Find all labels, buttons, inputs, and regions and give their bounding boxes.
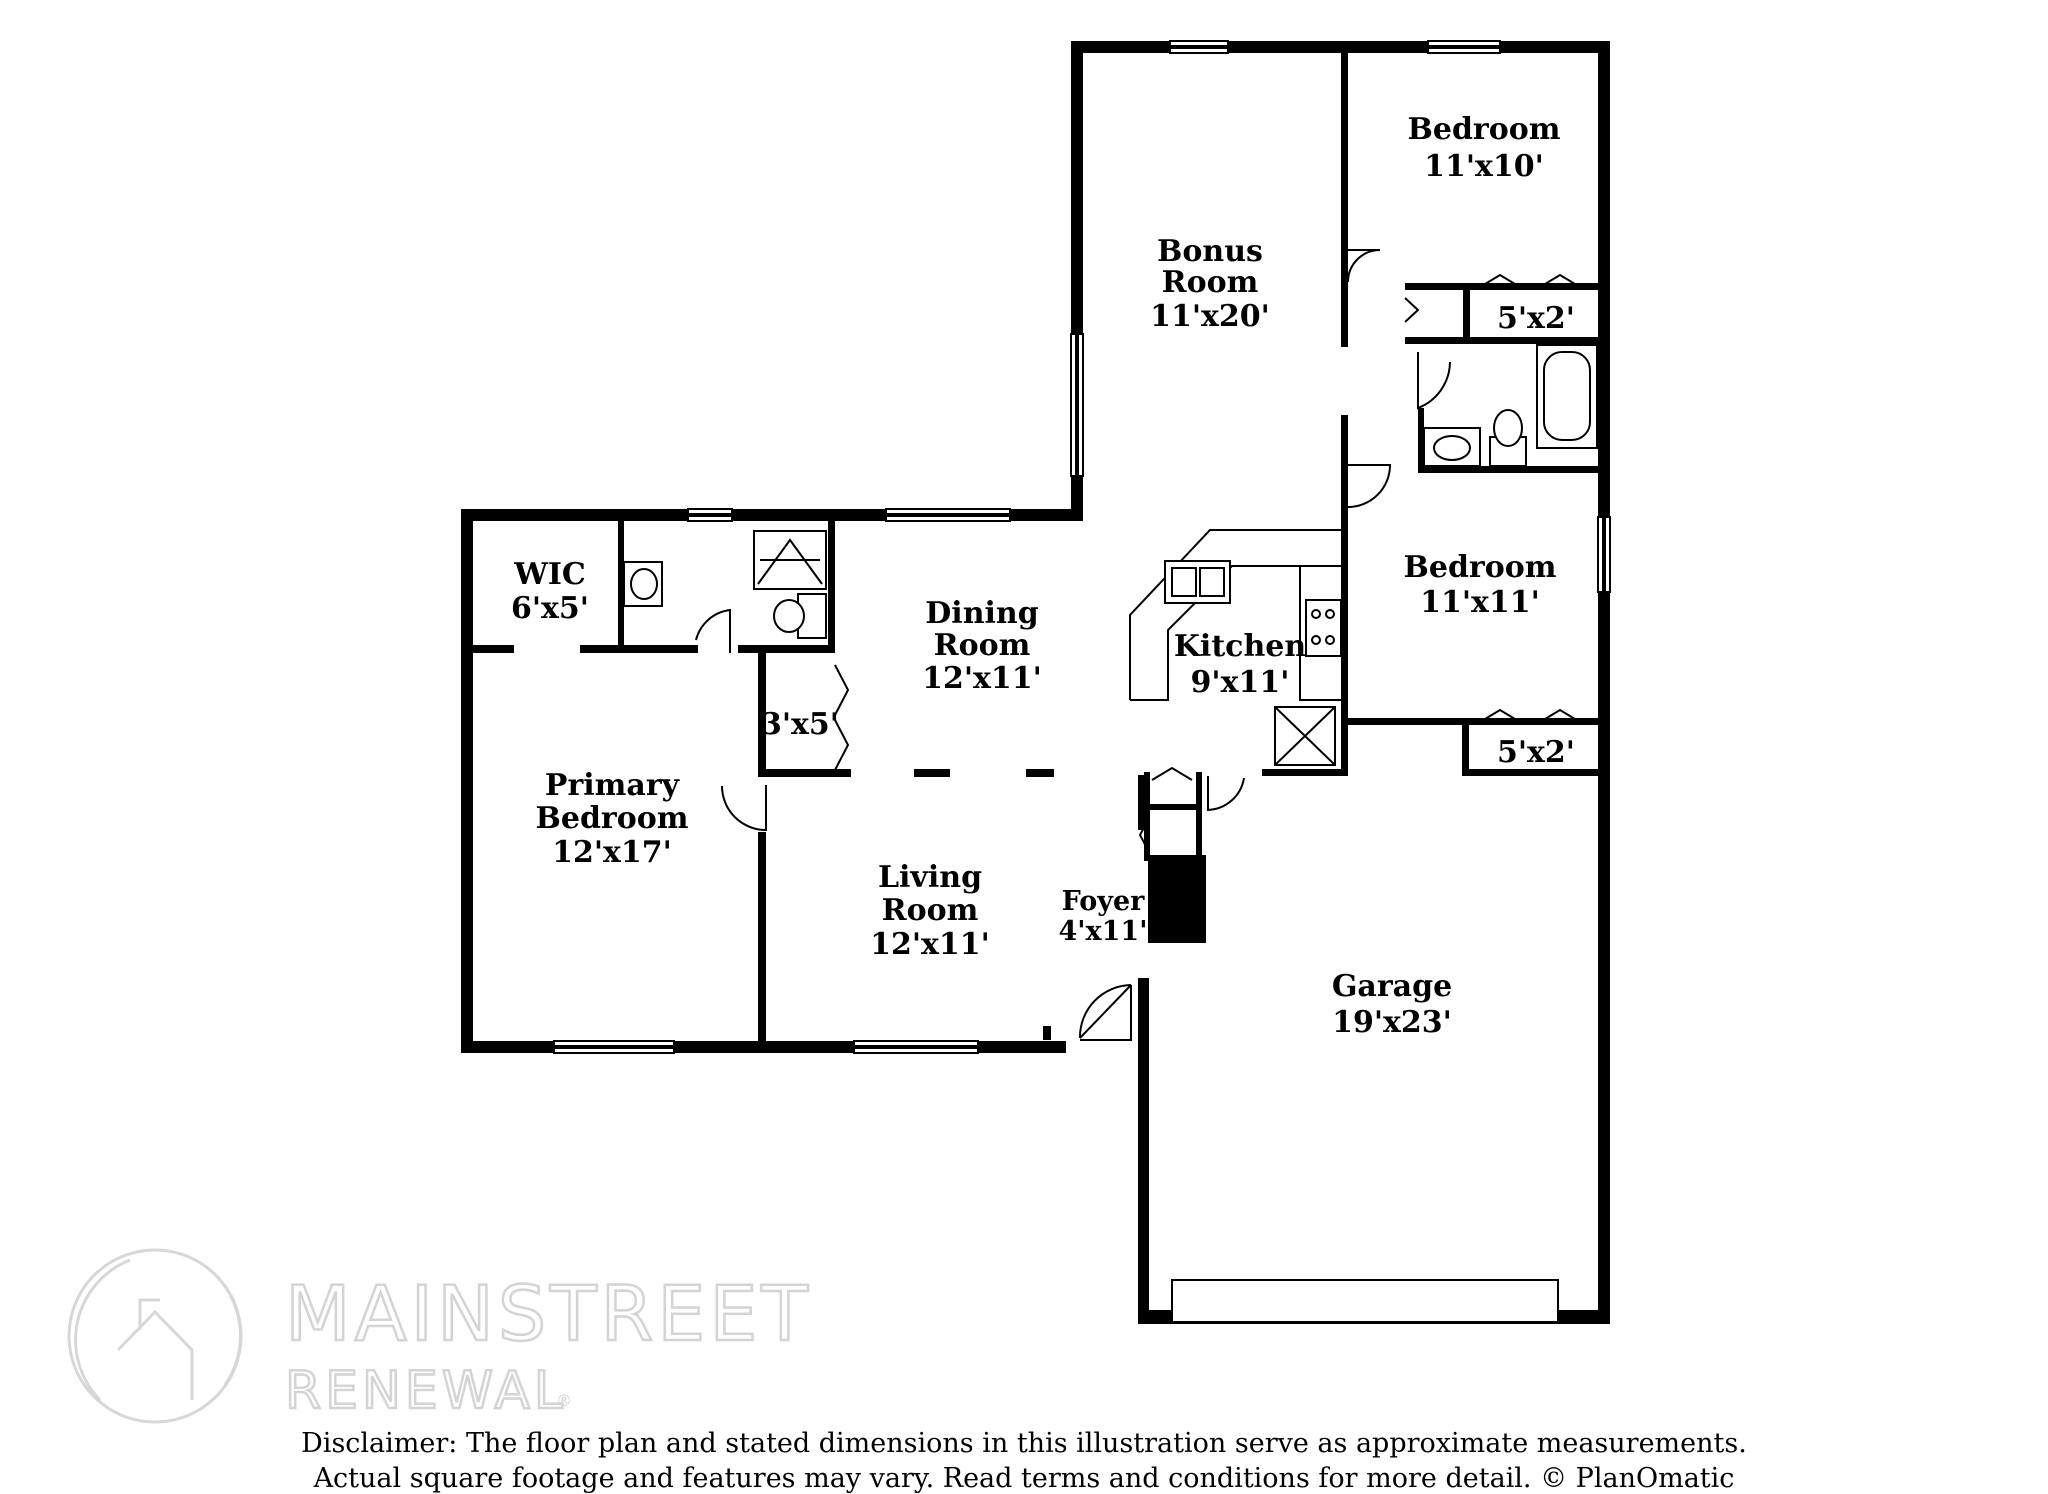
disclaimer-line2: Actual square footage and features may v… [313, 1463, 1735, 1494]
sink-icon-primary [630, 568, 658, 600]
toilet-icon [1493, 409, 1523, 447]
brand-registered-mark: ® [556, 1391, 572, 1410]
bedroom-top-dims: 11'x10' [1424, 149, 1544, 184]
primary-bedroom-name-2: Bedroom [536, 801, 689, 836]
dining-room-dims: 12'x11' [922, 661, 1042, 696]
bifold-doors [834, 273, 1581, 851]
foyer-dims: 4'x11' [1059, 916, 1148, 947]
garage-dims: 19'x23' [1332, 1005, 1452, 1040]
bedroom-mid-name: Bedroom [1404, 550, 1557, 585]
interior-walls [473, 53, 1610, 1041]
stove-icon [1305, 599, 1342, 657]
closet-dining-dims: 3'x5' [761, 707, 839, 742]
brand-logo-icon [67, 1248, 243, 1424]
closet-mid-dims: 5'x2' [1497, 735, 1575, 770]
living-room-name-2: Room [882, 893, 979, 928]
sink-icon [1433, 435, 1471, 461]
dining-room-name-1: Dining [925, 596, 1038, 631]
living-room-name-1: Living [878, 860, 982, 895]
brand-name-line2: RENEWAL [285, 1361, 567, 1421]
foyer-name: Foyer [1062, 886, 1146, 917]
bonus-room-name-2: Room [1162, 265, 1259, 300]
fixtures [623, 344, 1598, 766]
windows [553, 40, 1611, 1323]
primary-bedroom-dims: 12'x17' [552, 835, 672, 870]
room-labels: Bedroom 11'x10' Bonus Room 11'x20' 5'x2'… [511, 112, 1575, 1040]
disclaimer-line1: Disclaimer: The floor plan and stated di… [301, 1428, 1747, 1459]
toilet-icon-primary [773, 599, 805, 633]
primary-bedroom-name-1: Primary [545, 768, 681, 803]
wic-dims: 6'x5' [511, 591, 589, 626]
closet-top-dims: 5'x2' [1497, 301, 1575, 336]
bonus-room-dims: 11'x20' [1150, 299, 1270, 334]
bedroom-mid-dims: 11'x11' [1420, 585, 1540, 620]
living-room-dims: 12'x11' [870, 927, 990, 962]
kitchen-dims: 9'x11' [1191, 665, 1290, 700]
kitchen-name: Kitchen [1174, 629, 1306, 664]
bedroom-top-name: Bedroom [1408, 112, 1561, 147]
wic-name: WIC [513, 557, 586, 592]
brand-name-line1: MAINSTREET [285, 1269, 812, 1358]
doors [695, 249, 1451, 1041]
dining-room-name-2: Room [934, 628, 1031, 663]
bonus-room-name-1: Bonus [1157, 234, 1263, 269]
garage-name: Garage [1332, 969, 1452, 1004]
